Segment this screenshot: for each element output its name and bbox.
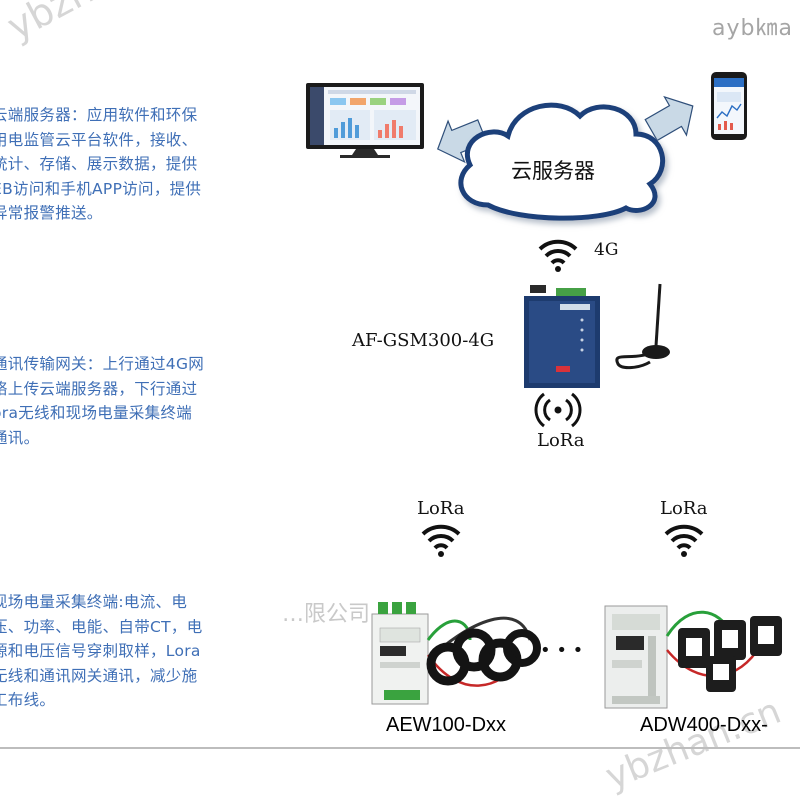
left-lora-label: LoRa xyxy=(417,498,465,519)
uplink-4g-label: 4G xyxy=(594,240,619,260)
desc-line: EB访问和手机APP访问，提供 xyxy=(0,179,202,198)
desc-line: 源和电压信号穿刺取样，Lora xyxy=(0,642,201,660)
antenna-icon xyxy=(615,283,670,370)
gateway-description: 通讯传输网关：上行通过4G网 络上传云端服务器，下行通过 ora无线和现场电量采… xyxy=(0,352,272,450)
ct-sensors-right-icon xyxy=(665,610,782,692)
gateway-model-label: AF-GSM300-4G xyxy=(352,330,495,351)
ct-sensors-left-icon xyxy=(426,616,541,687)
desc-line: 络上传云端服务器，下行通过 xyxy=(0,379,198,398)
wifi-left-icon xyxy=(421,524,461,557)
aew100-meter-icon xyxy=(371,602,429,705)
downlink-lora-label: LoRa xyxy=(537,430,585,451)
adw400-meter-icon xyxy=(604,605,668,709)
desc-line: 工布线。 xyxy=(0,691,56,709)
cloud-icon xyxy=(458,102,666,221)
adw400-label: ADW400-Dxx- xyxy=(640,714,768,736)
cloud-server-label: 云服务器 xyxy=(511,159,595,183)
desc-line: 无线和通讯网关通讯，减少施 xyxy=(0,666,198,685)
arrow-to-phone-icon xyxy=(644,95,694,142)
wifi-4g-icon xyxy=(538,239,578,272)
ellipsis-label: • • • xyxy=(540,640,584,661)
smartphone-icon xyxy=(711,72,747,140)
desc-line: 通讯。 xyxy=(0,428,40,447)
desc-line: 异常报警推送。 xyxy=(0,204,103,222)
desc-line: 压、功率、电能、自带CT，电 xyxy=(0,617,203,636)
desc-line: 通讯传输网关：上行通过4G网 xyxy=(0,355,205,373)
cloud-server-description: 云端服务器：应用软件和环保 用电监管云平台软件，接收、 统计、存储、展示数据，提… xyxy=(0,103,272,226)
watermark-company: …限公司 xyxy=(282,602,371,627)
wifi-right-icon xyxy=(664,524,704,557)
watermark-top-right: ayb㎞a xyxy=(712,16,793,41)
desc-line: 统计、存储、展示数据，提供 xyxy=(0,155,198,173)
desc-line: 云端服务器：应用软件和环保 xyxy=(0,106,198,124)
monitor-icon xyxy=(306,83,424,158)
aew100-label: AEW100-Dxx xyxy=(386,714,507,736)
desc-line: 现场电量采集终端:电流、电 xyxy=(0,593,188,611)
right-lora-label: LoRa xyxy=(660,498,708,519)
terminal-description: 现场电量采集终端:电流、电 压、功率、电能、自带CT，电 源和电压信号穿刺取样，… xyxy=(0,590,272,713)
gateway-device-icon xyxy=(524,285,600,388)
arrow-to-monitor-icon xyxy=(436,119,488,164)
desc-line: 用电监管云平台软件，接收、 xyxy=(0,130,198,149)
desc-line: ora无线和现场电量采集终端 xyxy=(0,404,193,422)
bottom-divider xyxy=(0,747,800,749)
lora-signal-icon xyxy=(534,392,582,428)
